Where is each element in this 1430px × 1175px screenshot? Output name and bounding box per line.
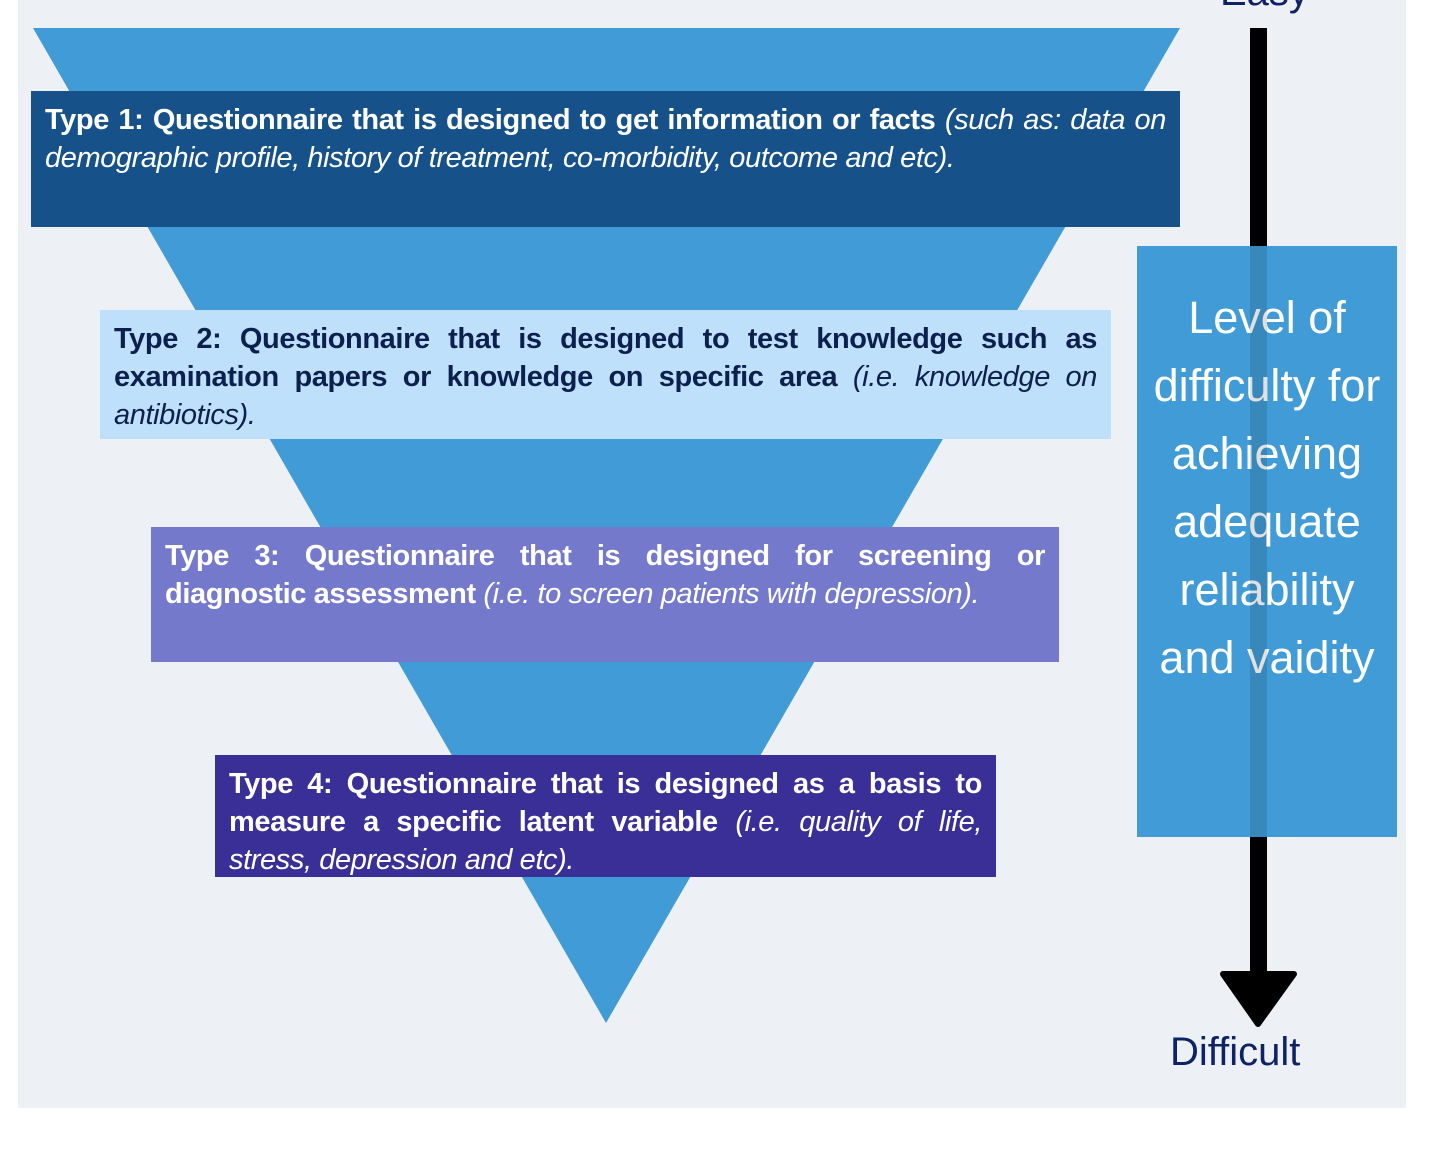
- type-1-examples: (such as: data on demographic profile, h…: [45, 104, 1166, 174]
- difficulty-label-box: Level of difficulty for achieving adequa…: [1137, 246, 1397, 837]
- type-1-box: Type 1: Questionnaire that is designed t…: [31, 91, 1180, 227]
- type-3-examples: (i.e. to screen patients with depression…: [483, 578, 980, 610]
- type-3-box: Type 3: Questionnaire that is designed f…: [151, 527, 1059, 662]
- type-3-title: Type 3: Questionnaire that is designed f…: [165, 540, 1045, 610]
- type-4-box: Type 4: Questionnaire that is designed a…: [215, 755, 996, 877]
- type-4-examples: (i.e. quality of life, stress, depressio…: [229, 806, 982, 876]
- type-2-box: Type 2: Questionnaire that is designed t…: [100, 310, 1111, 439]
- difficult-label: Difficult: [1170, 1030, 1301, 1074]
- type-4-title: Type 4: Questionnaire that is designed a…: [229, 768, 982, 838]
- type-2-examples: (i.e. knowledge on antibiotics).: [114, 361, 1098, 431]
- triangle-shape: [33, 28, 1180, 1023]
- difficulty-label: Level of difficulty for achieving adequa…: [1153, 292, 1381, 683]
- easy-label: Easy: [1220, 0, 1309, 15]
- type-2-title: Type 2: Questionnaire that is designed t…: [114, 323, 1097, 393]
- type-1-title: Type 1: Questionnaire that is designed t…: [45, 104, 936, 136]
